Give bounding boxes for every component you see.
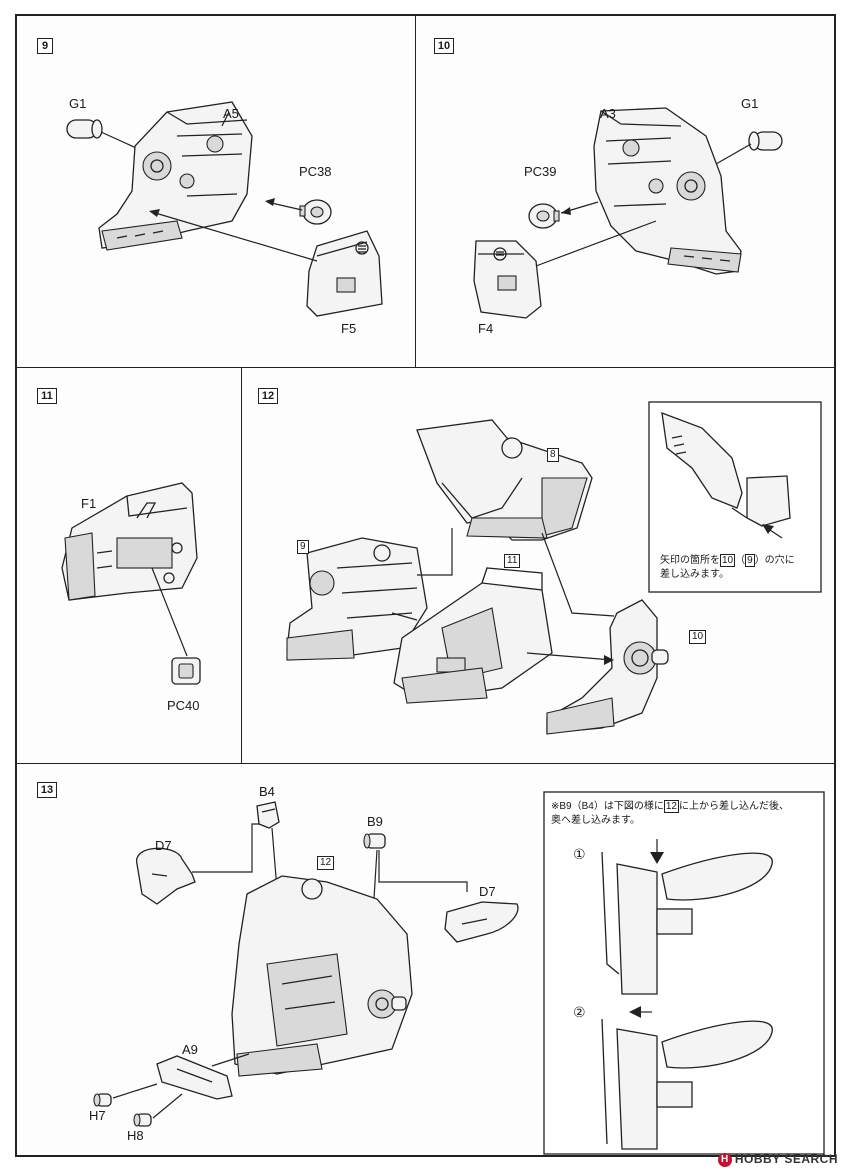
step-12-number: 12: [258, 388, 278, 404]
note-text-1: 矢印の箇所を: [660, 555, 720, 566]
step-9-panel: 9: [17, 16, 416, 368]
note-13-text-3: 奥へ差し込みます。: [551, 815, 640, 826]
part-8-shape: [416, 419, 593, 541]
step-13-inset: [543, 791, 825, 1155]
step-13-label-d7-right: D7: [479, 884, 496, 899]
note-13-text-1: ※B9（B4）は下図の様に: [551, 801, 664, 812]
watermark-text: HOBBY SEARCH: [734, 1152, 838, 1167]
f1-shape: [61, 482, 198, 601]
ref-box-9: 9: [297, 540, 309, 554]
ref-box-11: 11: [504, 554, 521, 568]
part-10-shape: [546, 599, 669, 735]
pc39-shape: [528, 203, 560, 229]
step-10-label-f4: F4: [478, 321, 494, 336]
note-ref-9: 9: [745, 554, 755, 567]
step-13-label-d7-left: D7: [155, 838, 172, 853]
step-9-diagram: [66, 101, 383, 317]
h8-shape: [133, 1113, 152, 1127]
step-9-label-g1: G1: [69, 96, 87, 111]
step-13-label-h8: H8: [127, 1128, 144, 1143]
step-13-label-b4: B4: [259, 784, 275, 799]
note-text-3: 差し込みます。: [660, 569, 729, 580]
ref-box-8: 8: [547, 448, 559, 462]
f5-shape: [306, 230, 383, 317]
a5-shell-shape: [98, 101, 253, 251]
step-11-label-pc40: PC40: [167, 698, 200, 713]
step-11-panel: 11 F1 PC40: [17, 368, 242, 764]
step-10-diagram: [473, 107, 783, 319]
step-12-panel: 12: [242, 368, 836, 764]
a9-shape: [156, 1055, 233, 1100]
h7-shape: [93, 1093, 112, 1107]
hobby-search-logo-icon: H: [717, 1153, 732, 1167]
step-11-diagram: [61, 482, 201, 685]
step-10-label-a3: A3: [600, 106, 616, 121]
note-paren-open: （: [735, 555, 746, 566]
main-assembly-shape: [231, 875, 413, 1077]
part-9-shape: [286, 537, 428, 661]
b4-shape: [256, 801, 280, 829]
g1-pin-shape: [66, 119, 103, 139]
step-10-number: 10: [434, 38, 454, 54]
step-13-number: 13: [37, 782, 57, 798]
pc40-shape: [171, 657, 201, 685]
a3-shell-shape: [593, 107, 742, 275]
step-13-sub-1: ①: [573, 846, 586, 862]
note-13-ref-12: 12: [663, 800, 679, 813]
step-13-panel: 13: [17, 764, 836, 1157]
ref-box-10: 10: [689, 630, 707, 644]
b9-shape: [363, 833, 386, 849]
step-9-number: 9: [37, 38, 53, 54]
step-11-number: 11: [37, 388, 57, 404]
step-10-label-pc39: PC39: [524, 164, 557, 179]
g1-pin-shape-right: [748, 131, 783, 151]
note-ref-10: 10: [720, 554, 736, 567]
step-9-label-a5: A5: [223, 106, 239, 121]
step-13-sub-2: ②: [573, 1004, 586, 1020]
step-11-label-f1: F1: [81, 496, 97, 511]
step-13-ref-12: 12: [317, 856, 335, 870]
step-9-label-f5: F5: [341, 321, 357, 336]
step-9-label-pc38: PC38: [299, 164, 332, 179]
pc38-shape: [299, 199, 332, 225]
note-text-2: ）の穴に: [754, 555, 795, 566]
step-10-label-g1: G1: [741, 96, 759, 111]
d7-right-shape: [444, 901, 519, 943]
instruction-page: 9: [15, 14, 836, 1157]
step-13-label-b9: B9: [367, 814, 383, 829]
d7-left-shape: [136, 847, 196, 905]
f4-shape: [473, 240, 542, 319]
note-13-text-2: に上から差し込んだ後、: [678, 801, 789, 812]
step-13-diagram: [93, 791, 825, 1155]
step-13-label-h7: H7: [89, 1108, 106, 1123]
part-11-shape: [393, 567, 553, 704]
step-10-panel: 10: [416, 16, 836, 368]
step-13-label-a9: A9: [182, 1042, 198, 1057]
